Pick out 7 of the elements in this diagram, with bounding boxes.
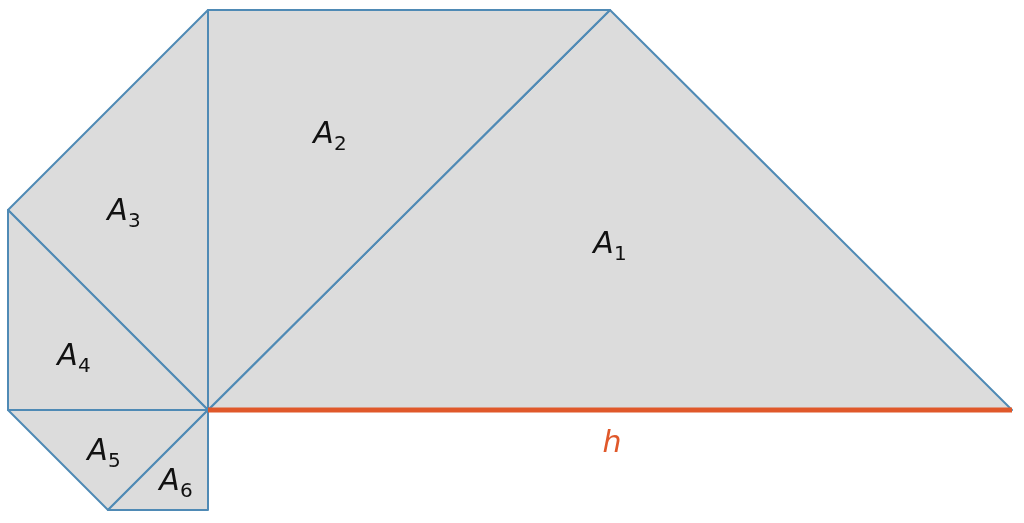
length-label: h xyxy=(602,427,622,457)
area-label: A$_{5}$ xyxy=(87,434,121,470)
area-label: A$_{6}$ xyxy=(159,464,193,500)
area-label: A$_{3}$ xyxy=(107,194,141,230)
area-label: A$_{4}$ xyxy=(57,339,91,375)
area-label: A$_{2}$ xyxy=(313,117,347,153)
area-label: A$_{1}$ xyxy=(593,227,627,263)
